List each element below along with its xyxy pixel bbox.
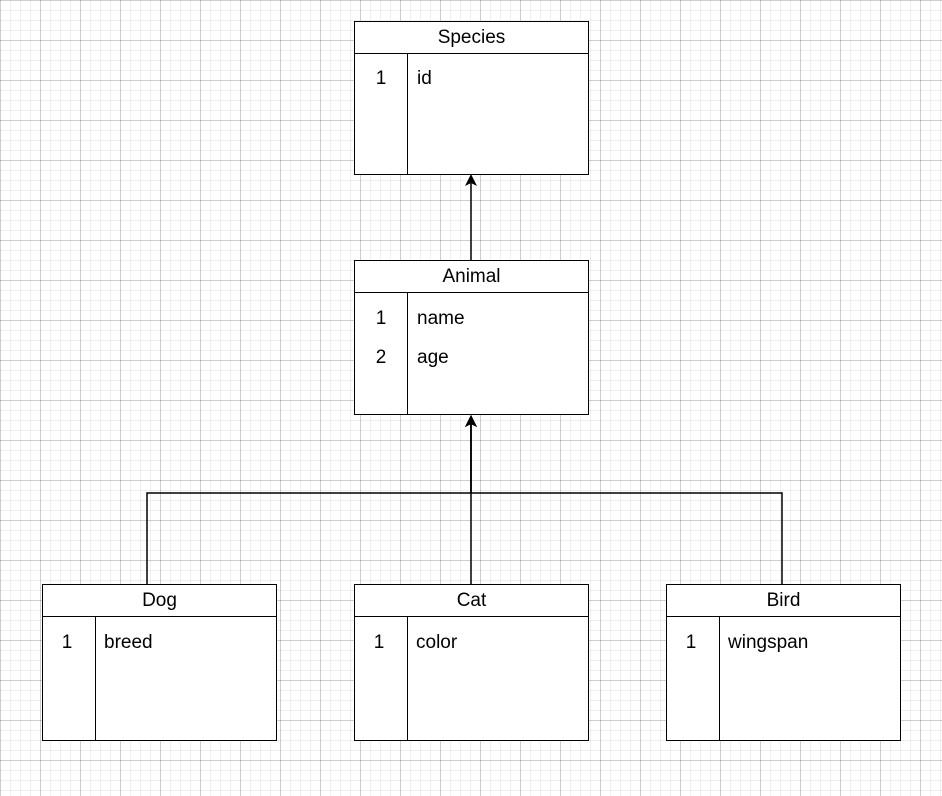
entity-body: 1 breed (43, 617, 276, 740)
entity-body: 1 color (355, 617, 588, 740)
field-name: breed (104, 632, 153, 653)
field-row[interactable]: 1 name (355, 301, 588, 337)
entity-title: Dog (43, 585, 276, 617)
field-row[interactable]: 1 color (355, 625, 588, 661)
connector-dog-animal[interactable] (146, 415, 477, 584)
field-row[interactable]: 1 id (355, 61, 588, 97)
field-name: id (417, 68, 432, 89)
field-key: 1 (373, 632, 385, 653)
field-row[interactable]: 2 age (355, 340, 588, 376)
entity-bird[interactable]: Bird 1 wingspan (666, 584, 901, 741)
field-key: 1 (61, 632, 73, 653)
field-key: 1 (375, 68, 387, 89)
entity-species[interactable]: Species 1 id (354, 21, 589, 175)
field-row[interactable]: 1 wingspan (667, 625, 900, 661)
connector-bird-animal[interactable] (465, 415, 783, 584)
entity-dog[interactable]: Dog 1 breed (42, 584, 277, 741)
entity-title: Bird (667, 585, 900, 617)
entity-animal[interactable]: Animal 1 name 2 age (354, 260, 589, 415)
entity-body: 1 name 2 age (355, 293, 588, 414)
entity-title: Species (355, 22, 588, 54)
field-name: wingspan (728, 632, 809, 653)
field-name: age (417, 347, 449, 368)
entity-title: Cat (355, 585, 588, 617)
key-column-divider (407, 54, 408, 174)
entity-body: 1 wingspan (667, 617, 900, 740)
entity-cat[interactable]: Cat 1 color (354, 584, 589, 741)
field-name: color (416, 632, 458, 653)
entity-body: 1 id (355, 54, 588, 174)
key-column-divider (719, 617, 720, 740)
key-column-divider (407, 293, 408, 414)
field-key: 2 (375, 347, 387, 368)
entity-title: Animal (355, 261, 588, 293)
field-row[interactable]: 1 breed (43, 625, 276, 661)
field-name: name (417, 308, 465, 329)
field-key: 1 (375, 308, 387, 329)
key-column-divider (407, 617, 408, 740)
field-key: 1 (685, 632, 697, 653)
key-column-divider (95, 617, 96, 740)
